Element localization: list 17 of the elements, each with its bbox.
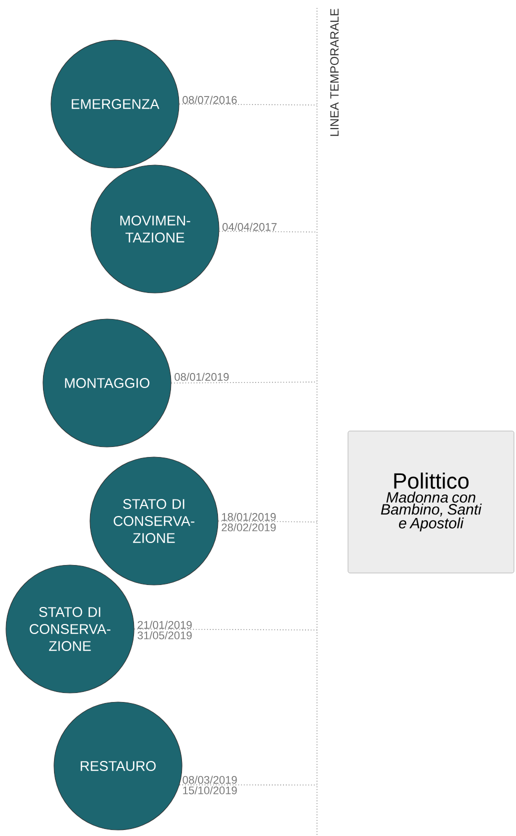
date-label: 21/01/2019 [138, 620, 192, 629]
date-label: 04/04/2017 [222, 222, 277, 231]
connector-line [134, 628, 318, 630]
connector-line [179, 784, 318, 786]
title-box: Polittico Madonna con Bambino, Santi e Apostoli [348, 430, 514, 574]
date-label: 08/07/2016 [182, 96, 237, 104]
date-label: 08/03/2019 [182, 776, 237, 784]
date-label: 15/10/2019 [183, 786, 237, 794]
date-label: 18/01/2019 [222, 512, 276, 521]
date-label: 28/02/2019 [222, 523, 276, 532]
connector-line [218, 230, 318, 232]
connector-line [170, 382, 318, 384]
date-label: 08/01/2019 [174, 372, 229, 381]
connector-line [178, 104, 318, 106]
date-label: 31/05/2019 [138, 631, 192, 640]
axis-title: LINEA TEMPORARALE [330, 8, 339, 136]
connector-line [218, 520, 318, 522]
